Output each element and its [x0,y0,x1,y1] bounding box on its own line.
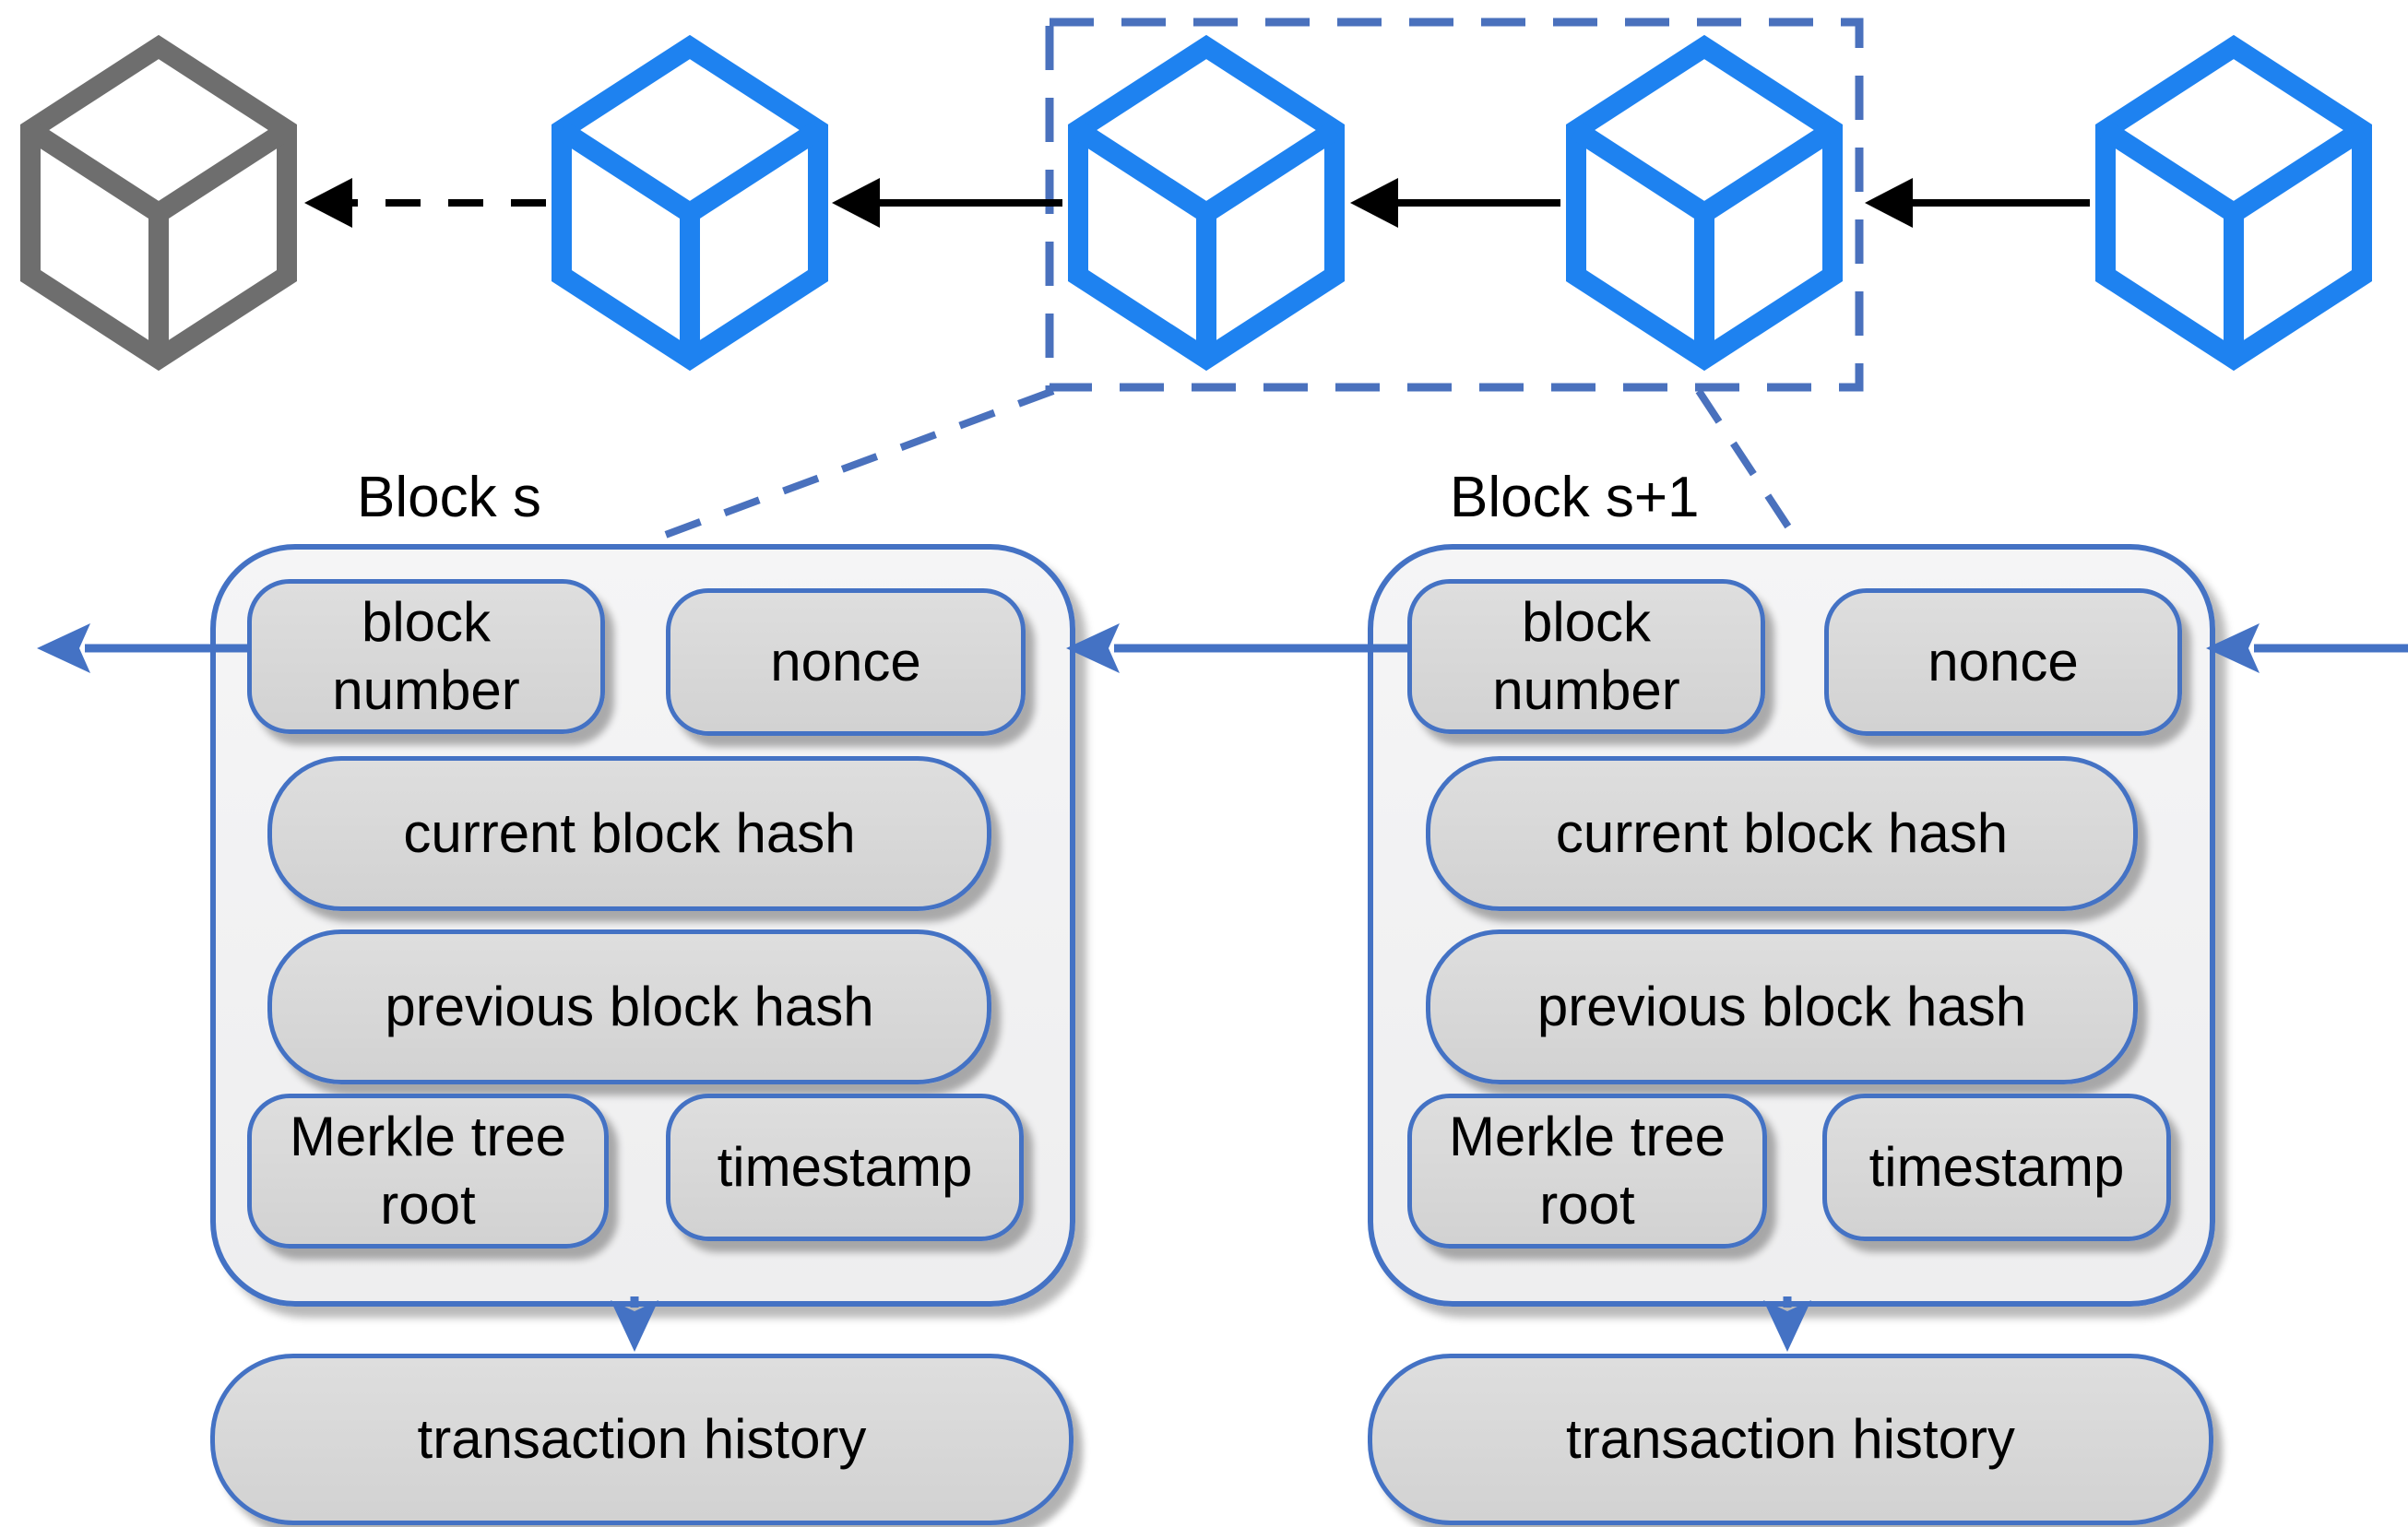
arrow-cube3-to-cube2 [832,178,1062,228]
block-s-timestamp-field: timestamp [666,1094,1024,1241]
block-s-transaction-history: transaction history [210,1354,1074,1525]
block-s1-transaction-history: transaction history [1368,1354,2213,1525]
connector-box-to-block-s [644,387,1055,546]
block-s1-timestamp-field: timestamp [1822,1094,2171,1241]
arrow-next-block-to-s1 [2206,623,2408,673]
connector-box-to-block-s1 [1695,388,1802,545]
arrow-cube5-to-cube4 [1865,178,2090,228]
block-s-current-hash-field: current block hash [267,756,991,911]
block-s1-title: Block s+1 [1450,466,1700,529]
block-s-block-number-field: block number [247,579,605,734]
block-s-previous-hash-field: previous block hash [267,929,991,1084]
cube-icon [30,47,287,359]
block-s-title: Block s [357,466,541,529]
block-s1-nonce-field: nonce [1824,588,2182,736]
dashed-selection-box [1045,18,1864,392]
block-s1-merkle-root-field: Merkle tree root [1407,1094,1767,1249]
block-s1-previous-hash-field: previous block hash [1426,929,2138,1084]
cube-icon [1078,47,1334,359]
cube-icon [562,47,818,359]
block-s1-current-hash-field: current block hash [1426,756,2138,911]
cube-icon [1576,47,1833,359]
block-s-nonce-field: nonce [666,588,1026,736]
cube-icon [2106,47,2362,359]
block-s-merkle-root-field: Merkle tree root [247,1094,609,1249]
arrow-cube4-to-cube3 [1350,178,1560,228]
dashed-arrow-to-oldest-cube [304,178,546,228]
block-s1-block-number-field: block number [1407,579,1765,734]
arrow-block-s1-to-block-s [1066,623,1409,673]
